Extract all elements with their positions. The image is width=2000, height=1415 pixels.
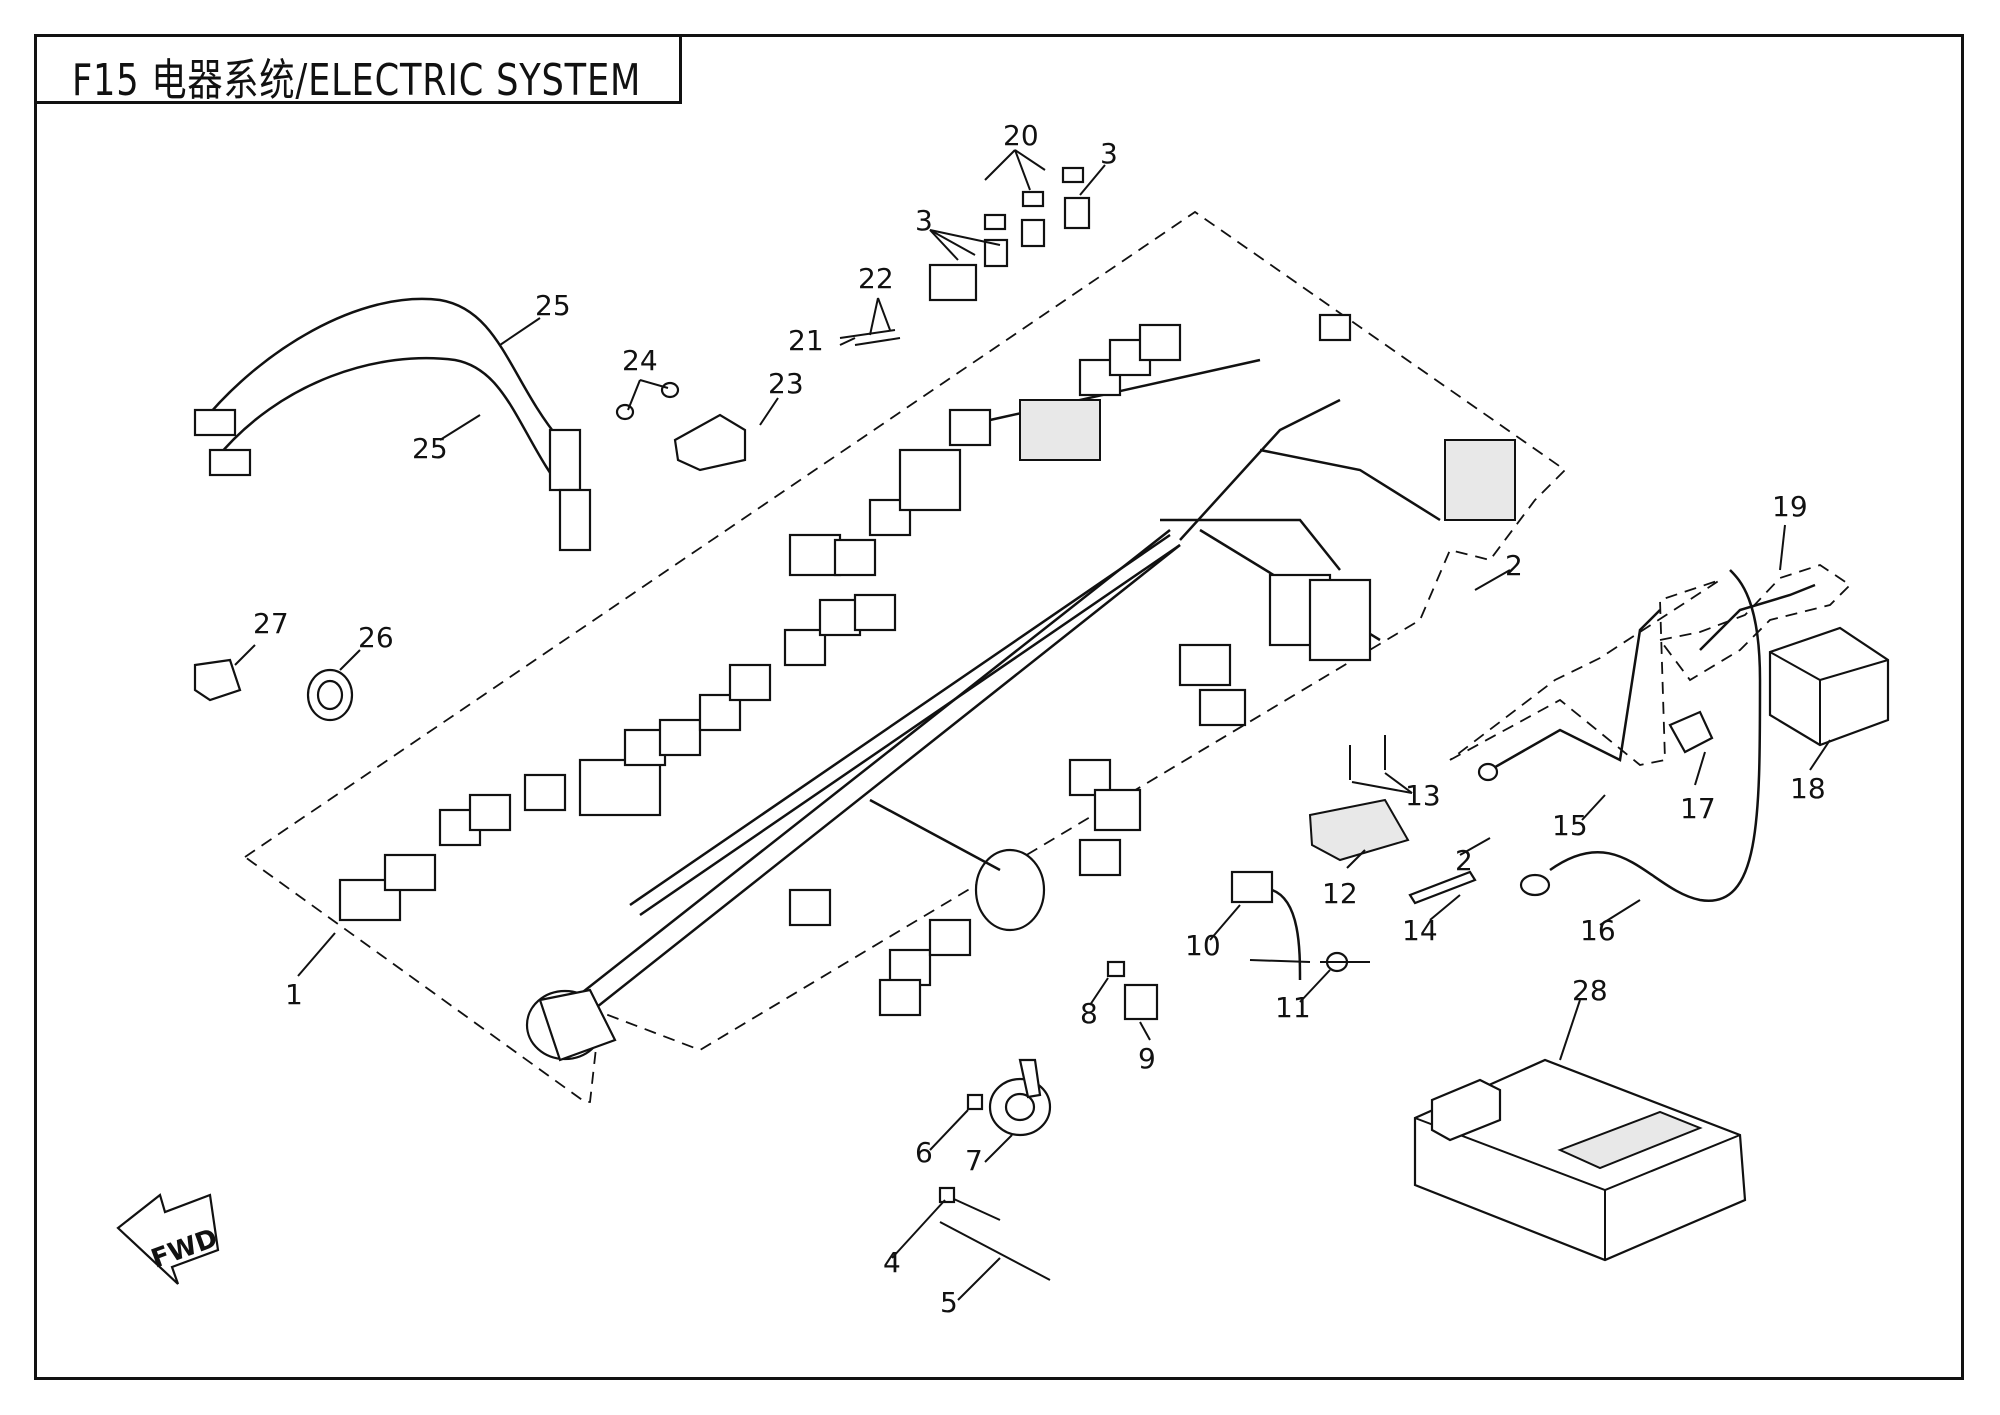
- oxygen-sensors-25: [193, 297, 592, 552]
- callout-10: 10: [1185, 929, 1221, 962]
- relay-9: [1123, 983, 1159, 1021]
- callout-1: 1: [285, 978, 303, 1011]
- connector-10: [1230, 870, 1370, 981]
- callout-14: 14: [1402, 914, 1438, 947]
- callout-25b: 25: [412, 432, 448, 465]
- callout-2b: 2: [1455, 844, 1473, 877]
- sensor-23: [615, 381, 747, 472]
- callout-8: 8: [1080, 997, 1098, 1030]
- callout-25a: 25: [535, 289, 571, 322]
- callout-2a: 2: [1505, 549, 1523, 582]
- callout-24: 24: [622, 344, 658, 377]
- horn-7: [988, 1058, 1052, 1137]
- callout-5: 5: [940, 1286, 958, 1319]
- callout-19: 19: [1772, 490, 1808, 523]
- fuse-8: [1106, 960, 1126, 978]
- tie-4: [938, 1186, 1001, 1221]
- callout-7: 7: [965, 1144, 983, 1177]
- connector-27: [193, 658, 242, 702]
- fwd-arrow: FWD: [116, 1193, 222, 1285]
- ecu-28: [1413, 1058, 1747, 1262]
- callout-17: 17: [1680, 792, 1716, 825]
- callout-11: 11: [1275, 991, 1311, 1024]
- regulator-12: [1308, 735, 1410, 862]
- leader-lines: [234, 149, 1831, 1301]
- page-title: F15 电器系统/ELECTRIC SYSTEM: [72, 55, 642, 106]
- callout-13: 13: [1405, 779, 1441, 812]
- callout-26: 26: [358, 621, 394, 654]
- relays-3: [928, 166, 1091, 302]
- harness-connectors: [338, 313, 1516, 1017]
- main-harness-1: [525, 358, 1441, 1062]
- callout-28: 28: [1572, 974, 1608, 1007]
- callout-4: 4: [883, 1246, 901, 1279]
- cable-16: [1549, 569, 1762, 902]
- callout-3b: 3: [1100, 137, 1118, 170]
- clamp-26: [306, 668, 354, 722]
- callout-15: 15: [1552, 809, 1588, 842]
- callout-20: 20: [1003, 119, 1039, 152]
- callout-16: 16: [1580, 914, 1616, 947]
- bolt-6: [966, 1093, 984, 1111]
- title-box: F15 电器系统/ELECTRIC SYSTEM: [34, 34, 682, 106]
- drawing-frame: [34, 34, 1964, 1380]
- callout-18: 18: [1790, 772, 1826, 805]
- callout-3a: 3: [915, 204, 933, 237]
- harness-19-outline: [1659, 564, 1852, 682]
- fuse-17: [1668, 710, 1714, 754]
- pins-21-22: [839, 329, 901, 346]
- battery-18: [1768, 626, 1890, 747]
- callout-22: 22: [858, 262, 894, 295]
- callout-6: 6: [915, 1136, 933, 1169]
- cable-tie-5: [939, 1221, 1051, 1281]
- callout-12: 12: [1322, 877, 1358, 910]
- callout-21: 21: [788, 324, 824, 357]
- callout-27: 27: [253, 607, 289, 640]
- callout-23: 23: [768, 367, 804, 400]
- harness-15: [1489, 609, 1661, 772]
- harness-outline: [244, 210, 1567, 1103]
- callout-labels: 1 2 2 3 3 4 5 6 7 8 9 10 11 12 13 14 15 …: [253, 119, 1826, 1319]
- callout-9: 9: [1138, 1042, 1156, 1075]
- strap-14: [1408, 870, 1551, 905]
- harness-19: [1699, 583, 1816, 651]
